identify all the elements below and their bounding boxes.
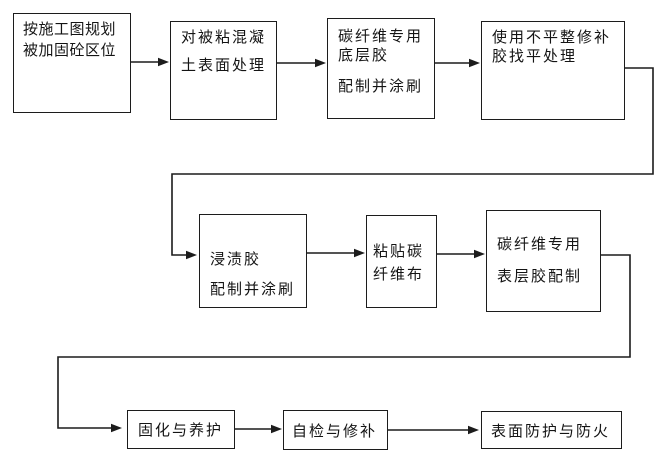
flow-step-9-box: 自检与修补 [283, 410, 388, 450]
flow-step-2-box: 对被粘混凝 土表面处理 [170, 21, 277, 120]
flow-step-2-text-line-1: 对被粘混凝 [181, 29, 267, 46]
edge-step3-step4 [435, 58, 480, 68]
flow-step-4-text-line-1: 使用不平整修补 [492, 29, 612, 46]
edge-step9-step10 [388, 425, 479, 435]
flow-step-5-text-line-2: 配制并涂刷 [210, 281, 296, 298]
flow-step-1-box: 按施工图规划 被加固砼区位 [13, 13, 131, 113]
flow-step-7-text-line-2: 表层胶配制 [497, 268, 583, 285]
flow-step-10-text-line-1: 表面防护与防火 [491, 422, 611, 440]
flow-step-4-box: 使用不平整修补 胶找平处理 [481, 21, 625, 120]
flow-step-5-box: 浸渍胶 配制并涂刷 [199, 214, 307, 308]
flow-step-4-text-line-2: 胶找平处理 [492, 48, 578, 65]
flow-step-3-box: 碳纤维专用 底层胶 配制并涂刷 [327, 18, 435, 119]
edge-step7-step8-elbow [57, 254, 631, 433]
flow-step-7-box: 碳纤维专用 表层胶配制 [486, 210, 601, 312]
edge-step6-step7 [437, 249, 485, 259]
edge-step5-step6 [307, 248, 365, 258]
edge-step4-step5-elbow [171, 67, 654, 260]
flow-step-1-text-line-2: 被加固砼区位 [23, 42, 117, 59]
flow-step-5-text-line-1: 浸渍胶 [210, 251, 262, 268]
flow-step-8-box: 固化与养护 [127, 410, 235, 449]
flow-step-3-text-line-2: 底层胶 [338, 47, 390, 64]
flow-step-3-text-line-1: 碳纤维专用 [338, 28, 424, 45]
flow-step-1-text-line-1: 按施工图规划 [23, 21, 117, 38]
flow-step-10-box: 表面防护与防火 [481, 411, 622, 449]
flow-step-8-text-line-1: 固化与养护 [138, 422, 224, 439]
flow-step-6-box: 粘贴碳 纤维布 [366, 215, 437, 308]
edge-step8-step9 [235, 424, 282, 434]
flow-step-3-text-line-3: 配制并涂刷 [338, 78, 424, 95]
flow-step-6-text-line-1: 粘贴碳 [373, 243, 425, 260]
flow-step-7-text-line-1: 碳纤维专用 [497, 236, 583, 253]
flow-step-6-text-line-2: 纤维布 [373, 266, 425, 283]
flow-step-2-text-line-2: 土表面处理 [181, 57, 267, 74]
edge-step1-step2 [131, 57, 169, 67]
flow-step-9-text-line-1: 自检与修补 [292, 422, 378, 440]
edge-step2-step3 [277, 58, 326, 68]
